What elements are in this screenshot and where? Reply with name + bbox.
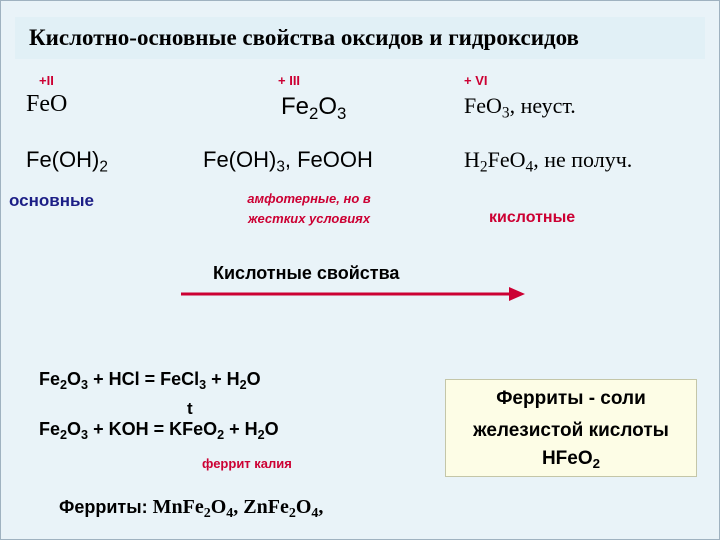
ferrites-definition-box: Ферриты - соли железистой кислоты HFeO2 [445,379,697,477]
oxide-fe2o3: Fe2O3 [281,93,347,124]
acid-h2feo4: H2FeO4, не получ. [464,147,633,176]
box-line-3: HFeO2 [541,448,601,471]
equation-koh: Fe2O3 + KOH = KFeO2 + H2O [39,419,279,442]
label-basic: основные [9,191,94,210]
ferrites-examples: Ферриты: MnFe2O4, ZnFe2O4, [59,496,324,522]
label-ferrit-kalia: феррит калия [202,456,292,471]
hydroxide-fe-oh-3: Fe(OH)3, FeOOH [203,147,373,176]
label-acidic: кислотные [489,209,576,226]
title-bar [15,17,705,59]
temperature-mark: t [187,399,193,418]
oxidation-state-3: + III [278,73,301,88]
equation-hcl: Fe2O3 + HCl = FeCl3 + H2O [39,369,261,392]
arrow-label: Кислотные свойства [213,263,400,283]
oxidation-state-6: + VI [464,73,488,88]
oxidation-state-2: +II [39,73,54,88]
oxide-feo: FeO [26,91,68,117]
oxide-feo3: FeO3, неуст. [464,93,576,122]
page-title: Кислотно-основные свойства оксидов и гид… [29,25,579,50]
acidity-arrow-icon [181,287,525,301]
box-line-2: железистой кислоты [473,420,669,441]
hydroxide-fe-oh-2: Fe(OH)2 [26,147,108,176]
label-amphoteric: амфотерные, но в жестких условиях [247,191,371,226]
box-line-1: Ферриты - соли [496,388,646,409]
